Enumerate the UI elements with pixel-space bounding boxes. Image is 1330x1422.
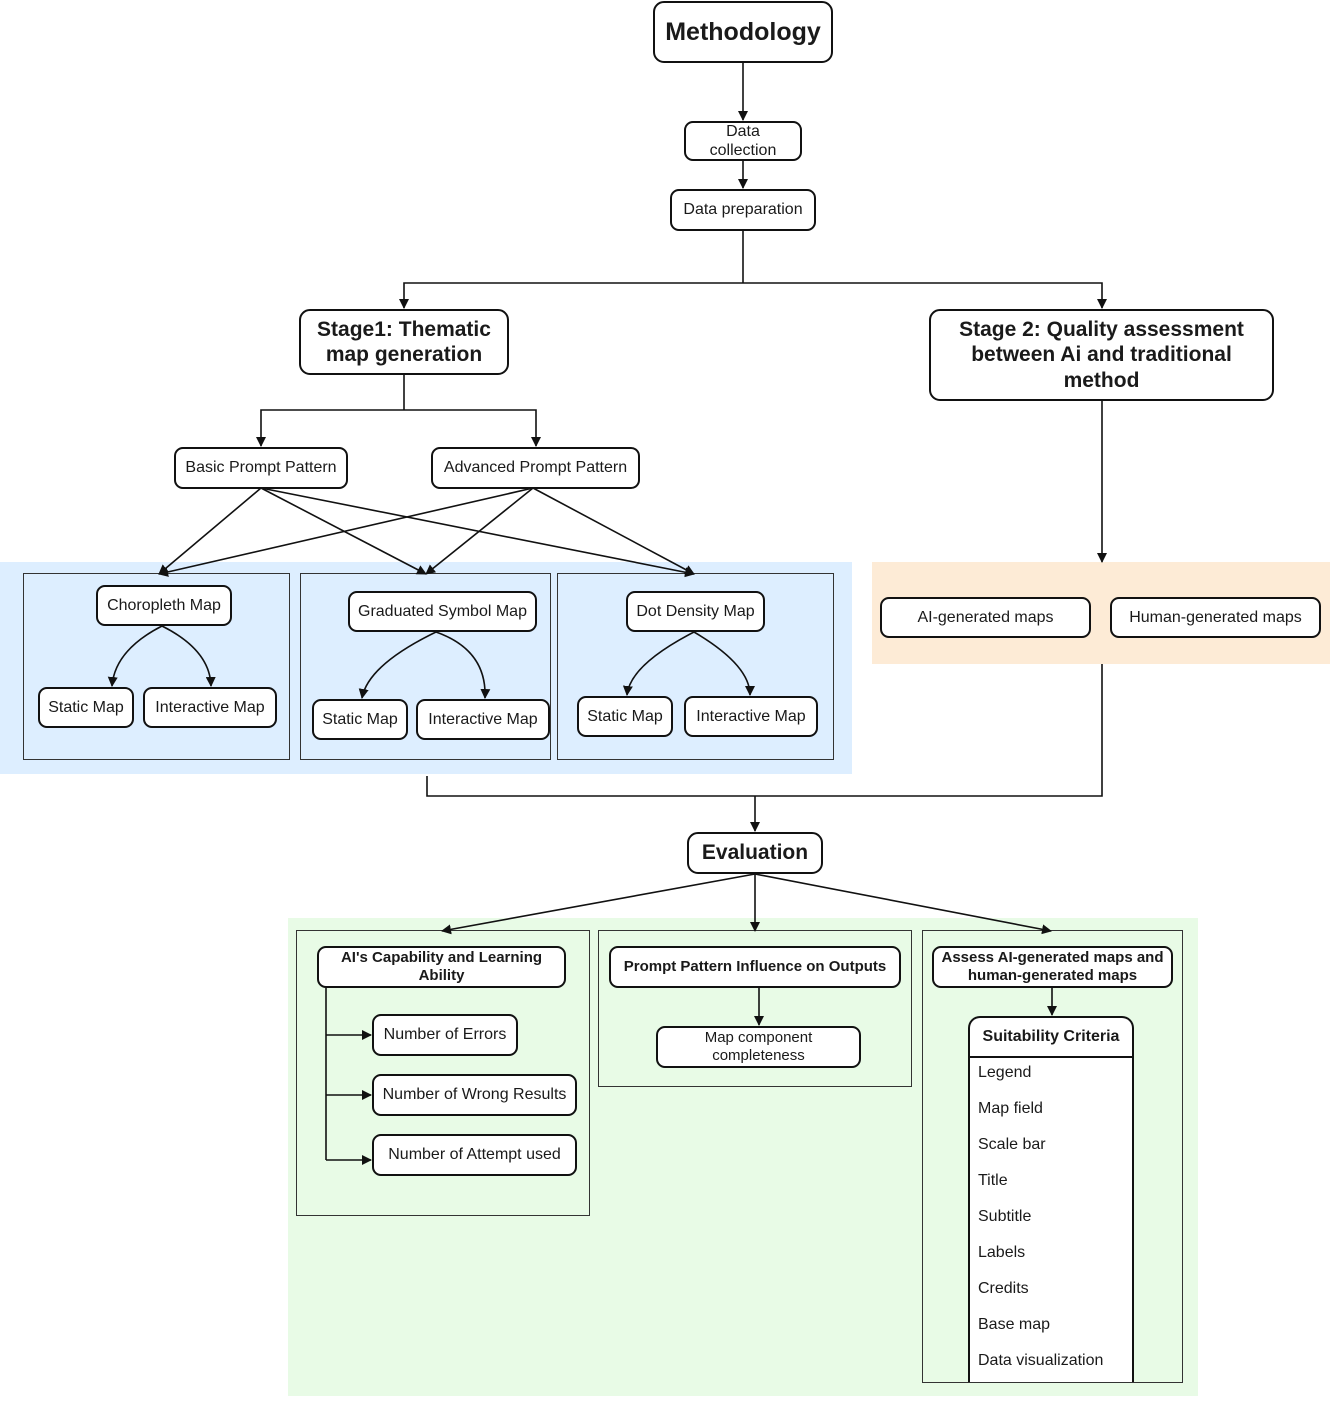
arrow-to-stage2: [743, 282, 1107, 309]
stage1-node: Stage1: Thematic map generation: [299, 309, 509, 375]
stage2-line2: between Ai and traditional method: [971, 343, 1232, 392]
dot-density-static-node: Static Map: [577, 696, 673, 737]
criteria-item: Scale bar: [978, 1136, 1046, 1153]
criteria-item: Map field: [978, 1100, 1043, 1117]
dot-density-interactive-node: Interactive Map: [684, 696, 818, 737]
stage1-line1: Stage1: Thematic: [317, 317, 491, 341]
stage2-line1: Stage 2: Quality assessment: [959, 318, 1244, 342]
criteria-item: Subtitle: [978, 1208, 1032, 1225]
merge-line-stage1: [426, 776, 755, 797]
assess-node: Assess AI-generated maps and human-gener…: [932, 946, 1173, 988]
arrow-dot-density-to-static: [622, 631, 695, 696]
graduated-node: Graduated Symbol Map: [348, 591, 537, 632]
arrow-advanced-to-choropleth: [158, 487, 534, 577]
arrow-choropleth-to-interactive: [161, 625, 216, 687]
data-collection-node: Data collection: [684, 121, 802, 161]
capability-line1: AI's Capability and Learning: [340, 949, 543, 966]
capability-line2: Ability: [418, 967, 465, 984]
arrow-to-advanced-prompt: [404, 409, 541, 447]
map-component-line1: Map component: [704, 1029, 813, 1046]
map-component-line2: completeness: [712, 1047, 805, 1064]
assess-line2: human-generated maps: [967, 967, 1138, 984]
criteria-item: Data visualization: [978, 1352, 1104, 1369]
ai-generated-maps-node: AI-generated maps: [880, 597, 1091, 638]
human-generated-maps-node: Human-generated maps: [1110, 597, 1321, 638]
methodology-node: Methodology: [653, 1, 833, 63]
number-of-attempt-used-node: Number of Attempt used: [372, 1134, 577, 1176]
arrow-advanced-to-graduated: [425, 487, 534, 575]
assess-line1: Assess AI-generated maps and: [941, 949, 1164, 966]
number-of-wrong-results-node: Number of Wrong Results: [372, 1074, 577, 1116]
criteria-item: Legend: [978, 1064, 1032, 1081]
arrow-graduated-to-static: [358, 631, 437, 699]
stage2-node: Stage 2: Quality assessment between Ai a…: [929, 309, 1274, 401]
suitability-criteria-box: Suitability Criteria Legend Map field Sc…: [968, 1016, 1134, 1382]
advanced-prompt-node: Advanced Prompt Pattern: [431, 447, 640, 489]
evaluation-node: Evaluation: [687, 832, 823, 874]
arrow-to-stage1: [399, 282, 743, 309]
number-of-errors-node: Number of Errors: [372, 1014, 518, 1056]
arrow-evaluation-to-assess: [754, 873, 1052, 935]
arrow-advanced-to-dot-density: [532, 487, 695, 575]
arrow-choropleth-to-static: [107, 625, 163, 687]
criteria-item: Credits: [978, 1280, 1029, 1297]
choropleth-static-node: Static Map: [38, 687, 134, 728]
arrow-graduated-to-interactive: [435, 631, 491, 699]
choropleth-node: Choropleth Map: [96, 585, 232, 626]
prompt-influence-node: Prompt Pattern Influence on Outputs: [609, 946, 901, 988]
graduated-static-node: Static Map: [312, 699, 408, 740]
capability-node: AI's Capability and Learning Ability: [317, 946, 566, 988]
dot-density-node: Dot Density Map: [626, 591, 765, 632]
arrow-evaluation-to-capability: [441, 873, 756, 935]
basic-prompt-node: Basic Prompt Pattern: [174, 447, 348, 489]
arrow-dot-density-to-interactive: [693, 631, 755, 696]
suitability-criteria-title: Suitability Criteria: [970, 1018, 1132, 1058]
choropleth-interactive-node: Interactive Map: [143, 687, 277, 728]
criteria-item: Base map: [978, 1316, 1051, 1333]
data-preparation-node: Data preparation: [670, 189, 816, 231]
assess-group-frame: [922, 930, 1183, 1383]
arrow-to-basic-prompt: [256, 409, 404, 447]
criteria-item: Labels: [978, 1244, 1026, 1261]
choropleth-group-frame: [23, 573, 290, 760]
arrow-basic-to-dot-density: [260, 487, 695, 578]
map-component-completeness-node: Map component completeness: [656, 1026, 861, 1068]
graduated-interactive-node: Interactive Map: [416, 699, 550, 740]
stage1-line2: map generation: [325, 343, 483, 366]
merge-line-stage2: [755, 664, 1103, 797]
arrow-basic-to-choropleth: [158, 487, 262, 575]
dot-density-group-frame: [557, 573, 834, 760]
criteria-item: Title: [978, 1172, 1008, 1189]
